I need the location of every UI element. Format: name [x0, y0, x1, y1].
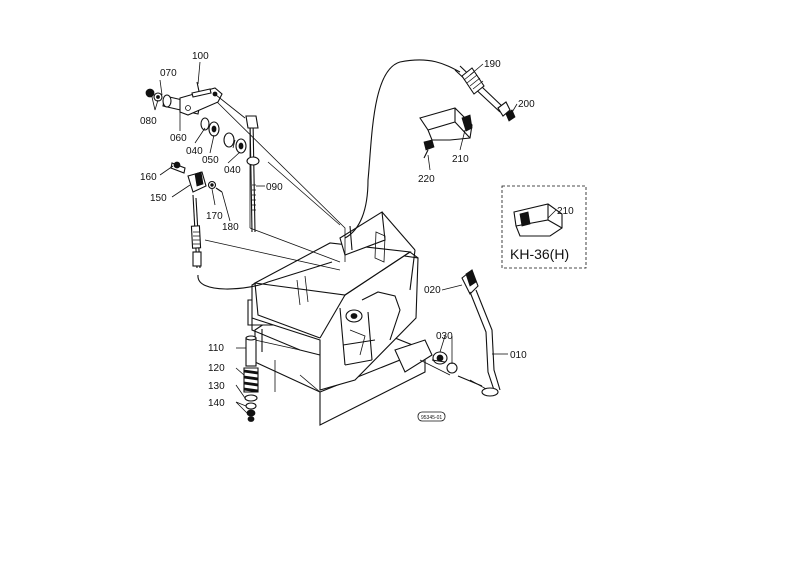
- inset-box: 210 KH-36(H): [501, 185, 587, 269]
- cable-clevis: [170, 161, 223, 193]
- inset-model-label: KH-36(H): [510, 246, 569, 262]
- stamp-number: 95345-01: [421, 415, 442, 421]
- label-010: 010: [510, 350, 527, 361]
- label-080: 080: [140, 116, 157, 127]
- label-100: 100: [192, 51, 209, 62]
- label-030: 030: [436, 331, 453, 342]
- housing: [247, 211, 433, 426]
- cable-bracket: [419, 65, 516, 159]
- label-160: 160: [140, 172, 157, 183]
- label-060: 060: [170, 133, 187, 144]
- inset-label-210: 210: [557, 206, 574, 217]
- label-110: 110: [208, 343, 224, 354]
- label-050: 050: [202, 155, 219, 166]
- label-170: 170: [206, 211, 223, 222]
- label-210: 210: [452, 154, 469, 165]
- label-180: 180: [222, 222, 239, 233]
- label-130: 130: [208, 381, 225, 392]
- label-070: 070: [160, 68, 177, 79]
- label-140: 140: [208, 398, 225, 409]
- part-labels: 100 070 080 060 040 050 040 090 160 150 …: [140, 51, 535, 409]
- label-220: 220: [418, 174, 435, 185]
- label-200: 200: [518, 99, 535, 110]
- label-120: 120: [208, 363, 225, 374]
- label-190: 190: [484, 59, 501, 70]
- label-020: 020: [424, 285, 441, 296]
- label-150: 150: [150, 193, 167, 204]
- shift-lever: [431, 269, 501, 397]
- drawing-stamp: 95345-01: [417, 411, 446, 422]
- control-cable: [190, 59, 461, 290]
- label-040-b: 040: [224, 165, 241, 176]
- spring-stack: [243, 335, 259, 422]
- leader-lines: [151, 61, 518, 414]
- label-090: 090: [266, 182, 283, 193]
- label-040-a: 040: [186, 146, 203, 157]
